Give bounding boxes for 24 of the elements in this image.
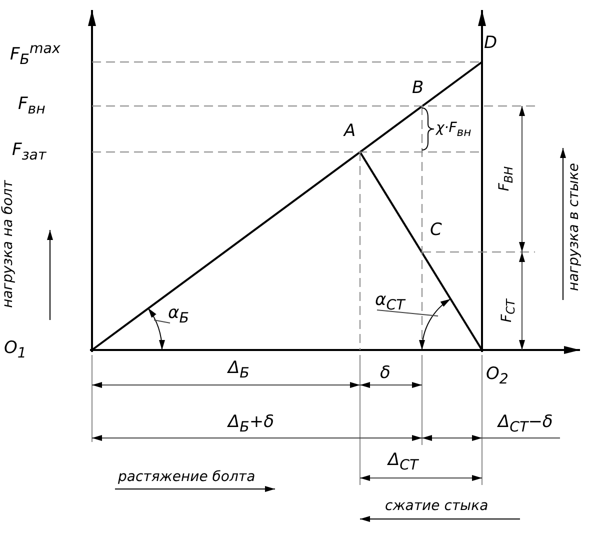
point-label: C xyxy=(430,222,442,239)
angle-arc xyxy=(420,298,451,350)
angle-label: α$_{Б}$ xyxy=(168,305,189,326)
dimension-value: δ xyxy=(380,365,390,382)
direction-caption: растяжение болта xyxy=(118,470,256,484)
origin-label: O$_{1}$ xyxy=(4,340,26,361)
point-label: D xyxy=(484,35,498,52)
point-label: B xyxy=(412,80,424,97)
axis-title: нагрузка в стыке xyxy=(566,163,581,291)
force-value: F$_{вн}$ xyxy=(18,96,46,117)
direction-caption: сжатие стыка xyxy=(385,499,488,513)
leader-line xyxy=(154,320,170,324)
axis-title: нагрузка на болт xyxy=(0,180,15,308)
dimension-value: Δ$_{Б}$ xyxy=(228,360,250,381)
dimension-value: Δ$_{Б}$+δ xyxy=(228,414,274,435)
leader-line xyxy=(376,310,438,316)
angle-arc xyxy=(148,308,164,350)
origin-label: O$_{2}$ xyxy=(486,366,508,387)
formula: χ·F$_{вн}$ xyxy=(436,121,472,138)
dimension-value: Δ$_{СТ}$ xyxy=(388,452,418,473)
point-label: A xyxy=(344,123,356,140)
dimension-value: Δ$_{СТ}$−δ xyxy=(498,414,553,435)
angle-label: α$_{СТ}$ xyxy=(375,292,405,313)
force-value: F$_{зат}$ xyxy=(12,142,46,163)
